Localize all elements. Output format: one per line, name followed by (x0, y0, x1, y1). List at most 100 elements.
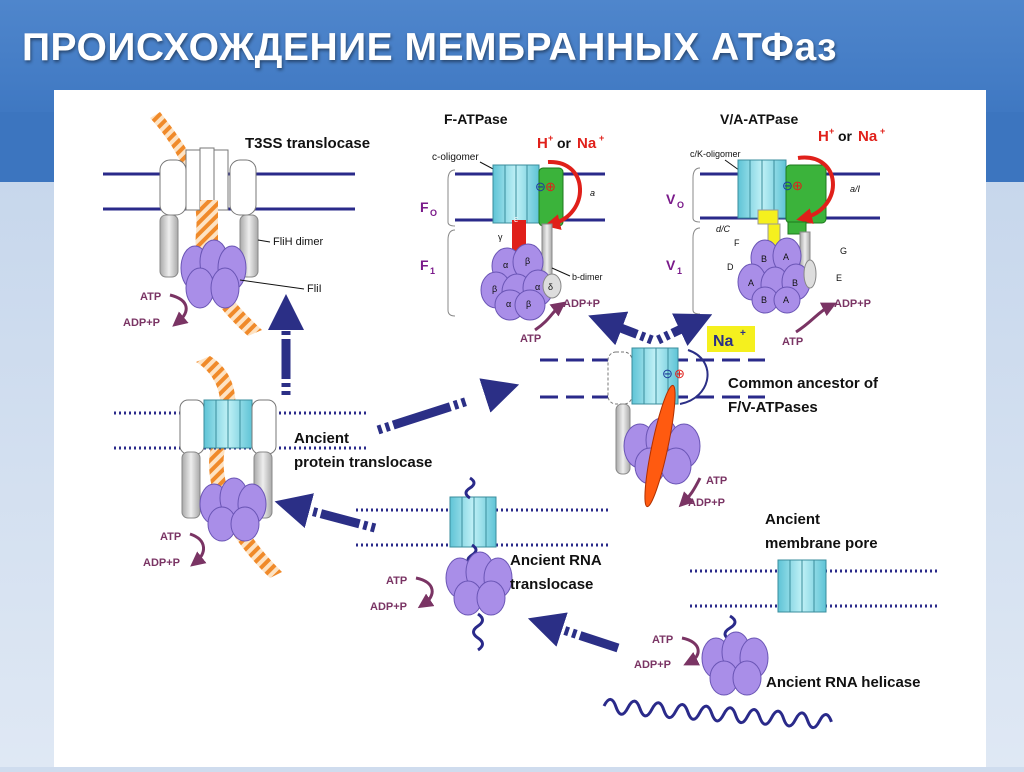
va-plus-sign: ⊕ (792, 178, 803, 193)
na-box (707, 326, 755, 352)
f-h-label: H (537, 135, 548, 152)
f-or-label: or (557, 135, 572, 151)
v1-b-label: B (761, 295, 767, 305)
ancestor-plus-sign: ⊕ (674, 366, 685, 381)
b-dimer-label: b-dimer (572, 272, 603, 282)
v1-label: V (666, 257, 676, 273)
helicase-hexamer-subunit (732, 660, 762, 696)
arrow-ancestor-to-f-atpase (588, 311, 654, 346)
f-atp-label: ATP (520, 333, 541, 345)
flih-pointer (257, 239, 271, 243)
f-synthesis-arrow (534, 301, 566, 332)
arrow-ancestor-to-va-atpase (656, 313, 713, 346)
v1-subscript: 1 (677, 266, 682, 276)
va-atp-label: ATP (782, 336, 803, 348)
va-h-superscript: + (829, 126, 834, 136)
ancestor-adp-label: ADP+P (688, 497, 725, 509)
va-subunit-ai (785, 164, 827, 224)
va-adp-label: ADP+P (834, 298, 871, 310)
evolution-arrows (268, 294, 713, 653)
f-epsilon-label: ε (514, 214, 518, 224)
slide-title: ПРОИСХОЖДЕНИЕ МЕМБРАННЫХ АТФаз (22, 26, 838, 69)
t3ss-pore-segment (185, 149, 201, 211)
v1-b-label: B (761, 254, 767, 264)
f1-beta-label: β (525, 256, 530, 266)
vo-bracket (692, 167, 701, 223)
vo-subscript: O (677, 200, 684, 210)
ancient-protein-adp-label: ADP+P (143, 557, 180, 569)
ancient-rna-atp-arrow (415, 576, 435, 609)
va-or-label: or (838, 128, 853, 144)
ancient-helicase-label: Ancient RNA helicase (766, 674, 921, 691)
ancestor-atp-arrow (678, 477, 702, 508)
flih-dimer-label: FliH dimer (273, 236, 323, 248)
f1-beta-label: β (526, 299, 531, 309)
va-synthesis-arrow (795, 302, 837, 334)
na-box-superscript: + (740, 328, 746, 339)
ancient-protein-hexamer-subunit (230, 506, 260, 542)
va-subunit-g (787, 221, 807, 235)
va-na-label: Na (858, 128, 878, 145)
f-delta-subunit (542, 273, 562, 299)
atpase-evolution-diagram: T3SS translocase FliH dimer FliI ATP ADP… (103, 111, 940, 730)
b-dimer-pointer (551, 267, 571, 277)
ancient-pore-label-1: Ancient (765, 511, 820, 528)
na-box-label: Na (713, 333, 734, 350)
f-atpase: F-ATPase H + or Na + c-oligomer a ⊖ ⊕ γ … (420, 111, 605, 345)
flii-pointer (239, 279, 305, 290)
ancient-membrane-pore: Ancient membrane pore (690, 511, 940, 613)
f-plus-sign: ⊕ (545, 179, 556, 194)
va-subunit-dc (757, 209, 779, 225)
f1-subunit (514, 289, 546, 321)
t3ss-atp-label: ATP (140, 291, 161, 303)
t3ss-translocase: T3SS translocase FliH dimer FliI ATP ADP… (103, 112, 370, 336)
va-proton-flow-arrow (796, 155, 835, 224)
va-f-label: F (734, 238, 740, 248)
f-na-superscript: + (599, 133, 604, 143)
va-atpase: V/A-ATPase H + or Na + c/K-oligomer a/I … (666, 111, 885, 348)
ancient-protein-label-2: protein translocase (294, 454, 432, 471)
ancestor-minus-sign: ⊖ (662, 366, 673, 381)
arrow-rna-to-protein-translocase (274, 493, 377, 533)
va-h-label: H (818, 128, 829, 145)
ck-oligomer-label: c/K-oligomer (690, 149, 741, 159)
va-d-label: D (727, 262, 734, 272)
f-proton-flow-arrow (544, 159, 582, 230)
f-minus-sign: ⊖ (535, 179, 546, 194)
v1-a-label: A (783, 252, 789, 262)
helicase-rna-duplex (602, 697, 833, 730)
flii-subunit (185, 267, 215, 309)
v1-subunit (773, 286, 801, 314)
ancient-protein-atp-label: ATP (160, 531, 181, 543)
f-gamma-label: γ (498, 232, 503, 242)
f-h-superscript: + (548, 133, 553, 143)
va-minus-sign: ⊖ (782, 178, 793, 193)
ancient-protein-pore-right (251, 399, 277, 455)
helicase-atp-label: ATP (652, 634, 673, 646)
f1-subscript: 1 (430, 266, 435, 276)
va-subunit-e (803, 259, 817, 289)
f1-alpha-label: α (535, 282, 540, 292)
fo-label: F (420, 199, 429, 215)
f-subunit-a (538, 167, 564, 227)
t3ss-pore-right (229, 159, 257, 216)
f-b-dimer (541, 223, 553, 277)
ancestor-ion-flow (679, 349, 709, 405)
ancestor-atp-label: ATP (706, 475, 727, 487)
f1-bracket (447, 229, 456, 317)
flii-label: FliI (307, 283, 322, 295)
f-atpase-title: F-ATPase (444, 111, 508, 127)
ancient-protein-stator-left (181, 451, 201, 519)
common-ancestor-label-1: Common ancestor of (728, 375, 879, 392)
ancient-rna-translocase-label-2: translocase (510, 576, 593, 593)
helicase-adp-label: ADP+P (634, 659, 671, 671)
v1-a-label: A (748, 278, 754, 288)
t3ss-label: T3SS translocase (245, 135, 370, 152)
vo-label: V (666, 191, 676, 207)
f-na-label: Na (577, 135, 597, 152)
helicase-rna-strand-top (723, 614, 737, 642)
ancient-rna-helicase: Ancient RNA helicase ATP ADP+P (602, 614, 921, 730)
arrow-helicase-to-rna-translocase (527, 612, 620, 653)
v1-b-label: B (792, 278, 798, 288)
f1-alpha-label: α (506, 299, 511, 309)
